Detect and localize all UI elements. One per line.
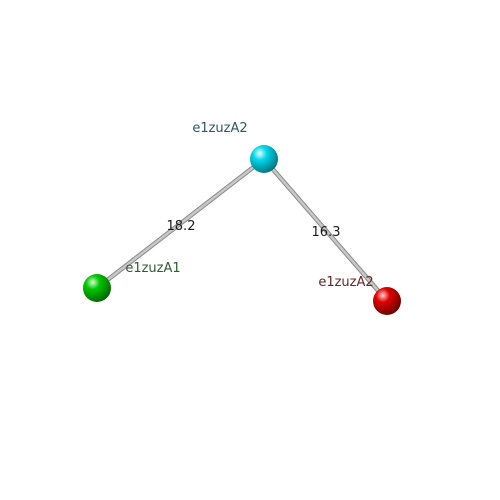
edge-top-right: [261, 156, 390, 304]
node-left-sphere[interactable]: [83, 274, 111, 302]
edge-label-top-right: 16.3: [312, 225, 341, 240]
node-label-left: e1zuzA1: [125, 261, 180, 276]
node-label-top: e1zuzA2: [192, 121, 247, 136]
node-right-sphere[interactable]: [373, 287, 401, 315]
edge-top-left: [94, 156, 267, 291]
node-top-sphere[interactable]: [250, 145, 278, 173]
edge-label-top-left: 18.2: [167, 219, 196, 234]
node-label-right: e1zuzA2: [318, 275, 373, 290]
